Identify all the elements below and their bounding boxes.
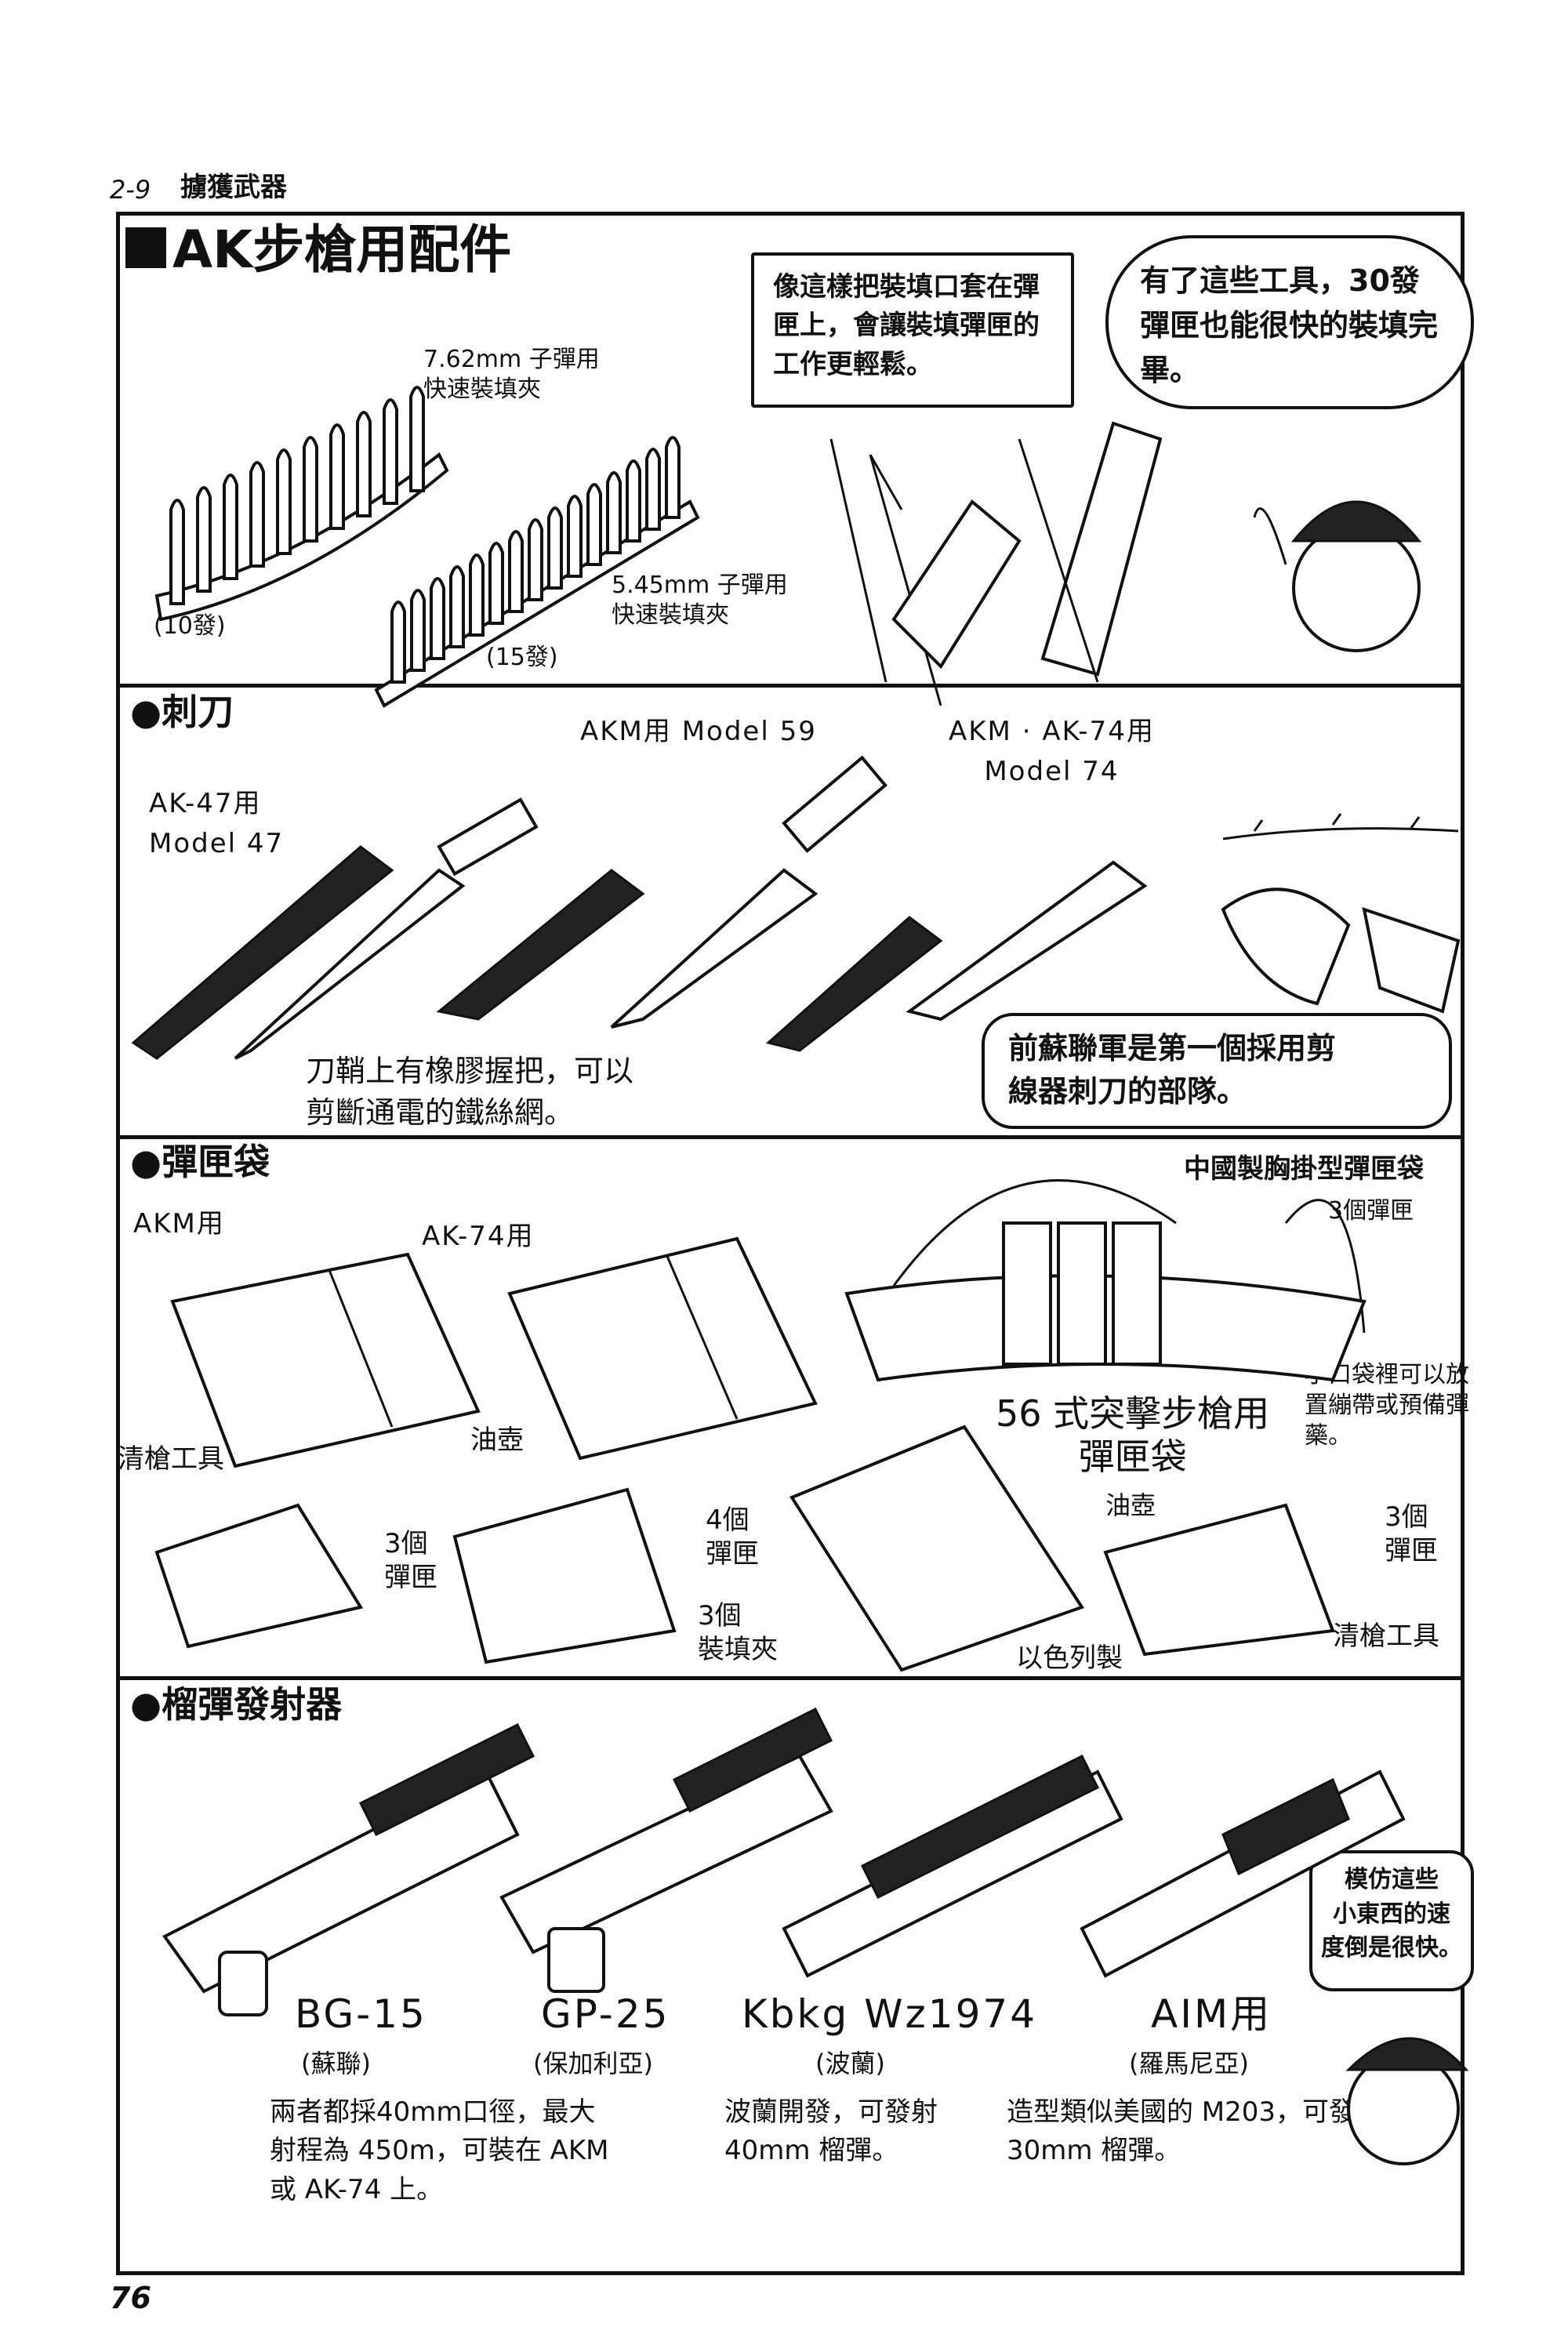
page-frame (116, 212, 1465, 2275)
clip545-drawing (374, 436, 700, 708)
speech-bubble-soldier: 有了這些工具，30發彈匣也能很快的裝填完畢。 (1105, 235, 1474, 409)
cartridge-drawing (390, 601, 406, 684)
cartridge-drawing (383, 398, 398, 505)
pouch-ak74-label: AK-74用 (422, 1221, 535, 1252)
cartridge-drawing (410, 589, 426, 672)
speech-bubble-copy: 模仿這些 小東西的速 度倒是很快。 (1309, 1850, 1474, 1991)
pouch-oil-can-label: 油壺 (470, 1425, 524, 1456)
pouch-oil-can-right-label: 油壺 (1105, 1490, 1156, 1520)
bubble-copy-text: 模仿這些 小東西的速 度倒是很快。 (1321, 1866, 1462, 1962)
cartridge-drawing (303, 436, 318, 543)
bubble-wirecutter-text: 前蘇聯軍是第一個採用剪 線器刺刀的部隊。 (1008, 1031, 1337, 1109)
bubble-loader-text: 像這樣把裝填口套在彈匣上，會讓裝填彈匣的工作更輕鬆。 (773, 271, 1040, 380)
clip545-count: (15發) (486, 644, 558, 671)
section-number: 2-9 (110, 175, 151, 205)
launcher-note-left: 兩者都採40mm口徑，最大射程為 450m，可裝在 AKM 或 AK-74 上。 (270, 2096, 609, 2205)
cartridge-drawing (196, 486, 212, 593)
launcher-country-kbkg: (波蘭) (815, 2049, 885, 2078)
bayonet-ak47-label: AK-47用 Model 47 (149, 788, 285, 859)
cartridge-drawing (567, 495, 583, 578)
cartridge-drawing (508, 530, 524, 613)
pouch-type56-label: 56 式突擊步槍用 彈匣袋 (996, 1392, 1270, 1479)
cartridge-drawing (276, 448, 292, 555)
bayonet-akm59-label: AKM用 Model 59 (580, 716, 817, 747)
pouch-chinese-label: 中國製胸掛型彈匣袋 (1184, 1153, 1424, 1185)
pouch-3clip-label: 3個 裝填夾 (698, 1600, 778, 1665)
cartridge-drawing (249, 461, 265, 568)
bayonet-sheath-note: 刀鞘上有橡膠握把，可以 剪斷通電的鐵絲網。 (306, 1054, 634, 1131)
cartridge-drawing (430, 577, 445, 660)
launcher-country-bg15: (蘇聯) (301, 2049, 371, 2078)
cartridge-drawing (626, 459, 641, 543)
page-number: 76 (110, 2281, 151, 2315)
cartridge-drawing (528, 518, 543, 601)
cartridge-drawing (645, 448, 661, 531)
pouch-israel-label: 以色列製 (1016, 1642, 1123, 1674)
section-title: 擄獲武器 (180, 172, 287, 203)
cartridge-drawing (665, 436, 681, 519)
speech-bubble-loader: 像這樣把裝填口套在彈匣上，會讓裝填彈匣的工作更輕鬆。 (751, 252, 1074, 408)
cartridge-drawing (329, 423, 345, 530)
divider-2 (116, 1135, 1465, 1139)
divider-1 (116, 684, 1465, 688)
clip545-label: 5.45mm 子彈用 快速裝填夾 (612, 572, 788, 629)
pouch-cleaning-tool-right-label: 清槍工具 (1333, 1621, 1439, 1652)
cartridge-drawing (586, 483, 602, 566)
launcher-name-gp25: GP-25 (541, 1991, 670, 2037)
cartridge-drawing (488, 542, 504, 625)
clip762-drawing (154, 386, 449, 622)
launcher-name-aim: AIM用 (1151, 1991, 1272, 2037)
bubble-soldier-text: 有了這些工具，30發彈匣也能很快的裝填完畢。 (1140, 263, 1439, 387)
pouch-heading: ●彈匣袋 (130, 1141, 270, 1183)
bayonet-heading: ●刺刀 (130, 691, 234, 733)
cartridge-drawing (409, 386, 425, 492)
launcher-name-kbkg: Kbkg Wz1974 (742, 1991, 1038, 2037)
cartridge-drawing (606, 471, 622, 554)
pouch-3mag-right-label: 3個 彈匣 (1385, 1501, 1438, 1566)
pouch-cleaning-tool-label: 清槍工具 (118, 1443, 224, 1475)
cartridge-drawing (356, 411, 372, 517)
title-square-icon (125, 227, 166, 268)
launcher-name-bg15: BG-15 (295, 1991, 427, 2037)
divider-3 (116, 1676, 1465, 1680)
launcher-note-mid: 波蘭開發，可發射 40mm 榴彈。 (724, 2096, 938, 2167)
cartridge-drawing (469, 554, 485, 637)
page-title: AK步槍用配件 (172, 220, 512, 280)
launcher-note-right: 造型類似美國的 M203，可發射 30mm 榴彈。 (1007, 2096, 1383, 2167)
cartridge-drawing (449, 565, 465, 648)
pouch-4mag-label: 4個 彈匣 (706, 1504, 759, 1570)
speech-bubble-wirecutter: 前蘇聯軍是第一個採用剪 線器刺刀的部隊。 (982, 1013, 1452, 1129)
pouch-3mag-label: 3個 彈匣 (384, 1528, 437, 1593)
cartridge-drawing (547, 506, 563, 590)
bayonet-ak74-label: AKM · AK-74用 Model 74 (949, 716, 1155, 787)
launcher-country-aim: (羅馬尼亞) (1129, 2049, 1249, 2078)
cartridge-drawing (223, 474, 238, 580)
launcher-country-gp25: (保加利亞) (533, 2049, 653, 2078)
launcher-heading: ●榴彈發射器 (130, 1683, 343, 1726)
cartridge-drawing (169, 499, 185, 605)
pouch-akm-label: AKM用 (133, 1208, 225, 1240)
clip762-label: 7.62mm 子彈用 快速裝填夾 (423, 346, 600, 403)
